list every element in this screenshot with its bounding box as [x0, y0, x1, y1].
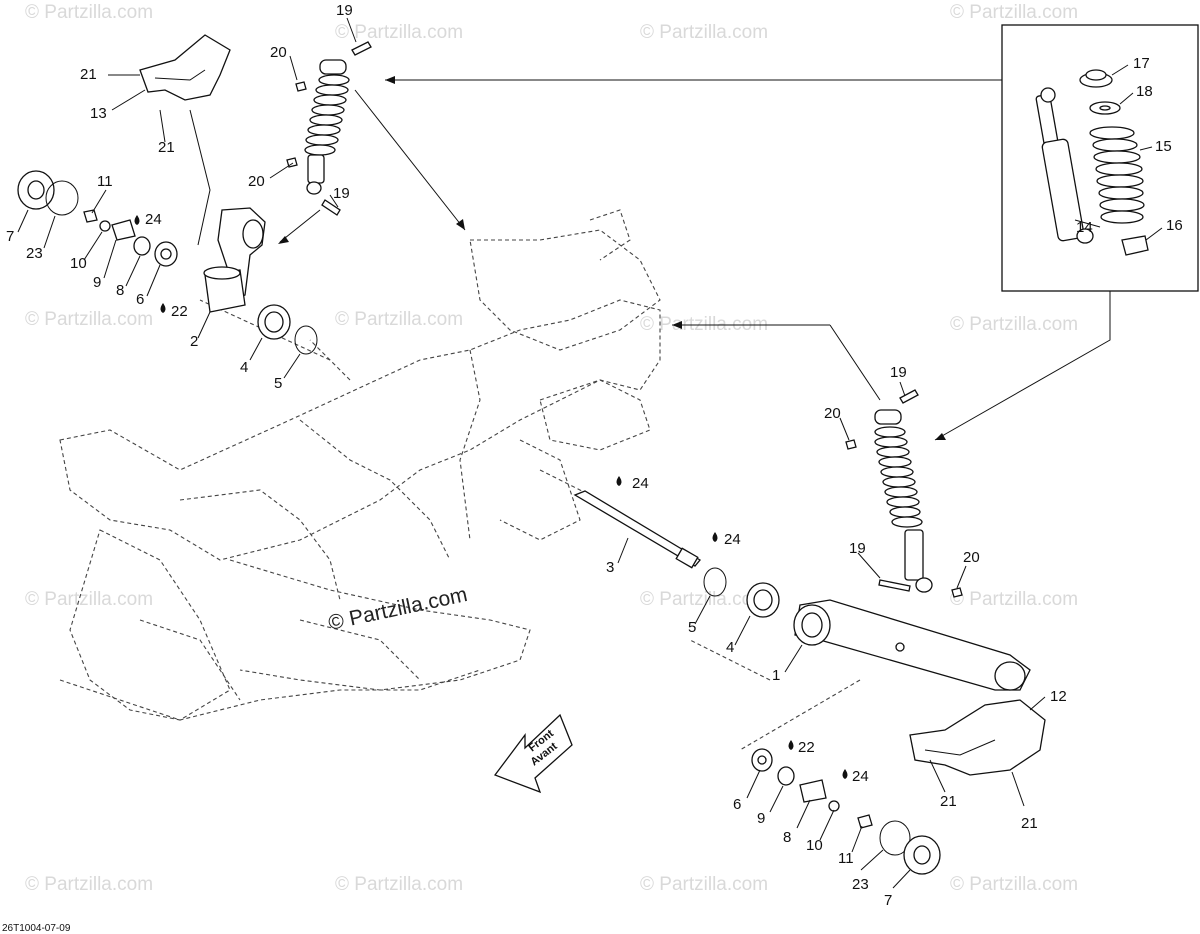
part-label: 18: [1136, 83, 1153, 100]
watermark: © Partzilla.com: [950, 2, 1078, 23]
oil-drop-icon: [788, 740, 794, 750]
part-label: 21: [940, 793, 957, 810]
leader-lines: [189, 76, 1111, 751]
watermark: © Partzilla.com: [950, 874, 1078, 895]
watermark: © Partzilla.com: [640, 589, 768, 610]
part-label: 14: [1076, 219, 1093, 236]
part-label: 3: [606, 559, 614, 576]
label-leaders: [17, 17, 1163, 889]
part-label: 8: [783, 829, 791, 846]
part-labels: 19 20 21 13 21 20 19 11 7 23 10 9 8 6 22…: [6, 2, 1183, 909]
watermark: © Partzilla.com: [25, 2, 153, 23]
oil-drop-icon: [712, 532, 718, 542]
oil-drop-icon: [842, 769, 848, 779]
part-label: 9: [93, 274, 101, 291]
part-label: 24: [852, 768, 869, 785]
part-label: 24: [632, 475, 649, 492]
part-label: 16: [1166, 217, 1183, 234]
part-label: 19: [890, 364, 907, 381]
part-label: 20: [824, 405, 841, 422]
part-label: 10: [70, 255, 87, 272]
watermark: © Partzilla.com: [950, 589, 1078, 610]
part-label: 23: [852, 876, 869, 893]
part-label: 8: [116, 282, 124, 299]
watermark: © Partzilla.com: [25, 589, 153, 610]
part-label: 23: [26, 245, 43, 262]
front-direction-arrow: Front Avant: [493, 713, 573, 794]
part-label: 19: [333, 185, 350, 202]
part-label: 7: [6, 228, 14, 245]
inset-shock-breakdown: [1001, 24, 1199, 292]
part-label: 12: [1050, 688, 1067, 705]
part-label: 22: [171, 303, 188, 320]
oil-drop-icon: [134, 215, 140, 225]
part-label: 13: [90, 105, 107, 122]
part-label: 19: [336, 2, 353, 19]
watermark: © Partzilla.com: [25, 309, 153, 330]
center-watermark: © Partzilla.com: [326, 583, 469, 635]
part-label: 17: [1133, 55, 1150, 72]
watermark: © Partzilla.com: [25, 874, 153, 895]
part-label: 19: [849, 540, 866, 557]
part-label: 9: [757, 810, 765, 827]
oil-drop-icon: [160, 303, 166, 313]
part-label: 2: [190, 333, 198, 350]
watermark: © Partzilla.com: [335, 22, 463, 43]
watermark: © Partzilla.com: [640, 22, 768, 43]
part-label: 20: [270, 44, 287, 61]
part-label: 11: [838, 850, 854, 867]
part-label: 6: [733, 796, 741, 813]
part-label: 11: [97, 173, 113, 190]
part-label: 4: [240, 359, 248, 376]
watermark-grid: © Partzilla.com © Partzilla.com © Partzi…: [25, 2, 1078, 895]
part-label: 21: [1021, 815, 1038, 832]
part-label: 4: [726, 639, 734, 656]
part-label: 24: [724, 531, 741, 548]
part-label: 21: [80, 66, 97, 83]
watermark: © Partzilla.com: [335, 874, 463, 895]
part-label: 24: [145, 211, 162, 228]
part-label: 7: [884, 892, 892, 909]
watermark: © Partzilla.com: [335, 309, 463, 330]
part-label: 5: [274, 375, 282, 392]
part-label: 21: [158, 139, 175, 156]
watermark: © Partzilla.com: [950, 314, 1078, 335]
upper-left-assembly: [17, 34, 372, 355]
oil-drop-icon: [616, 476, 622, 486]
watermark: © Partzilla.com: [640, 874, 768, 895]
part-label: 5: [688, 619, 696, 636]
part-label: 15: [1155, 138, 1172, 155]
center-axle-assembly: [573, 490, 780, 618]
part-label: 1: [772, 667, 780, 684]
part-label: 20: [963, 549, 980, 566]
part-label: 20: [248, 173, 265, 190]
part-label: 22: [798, 739, 815, 756]
vehicle-frame: [59, 209, 661, 721]
part-label: 10: [806, 837, 823, 854]
figure-code: 26T1004-07-09: [2, 923, 71, 934]
lower-right-assembly: [751, 389, 1046, 875]
part-label: 6: [136, 291, 144, 308]
lubricant-drop-icons: [134, 215, 848, 779]
